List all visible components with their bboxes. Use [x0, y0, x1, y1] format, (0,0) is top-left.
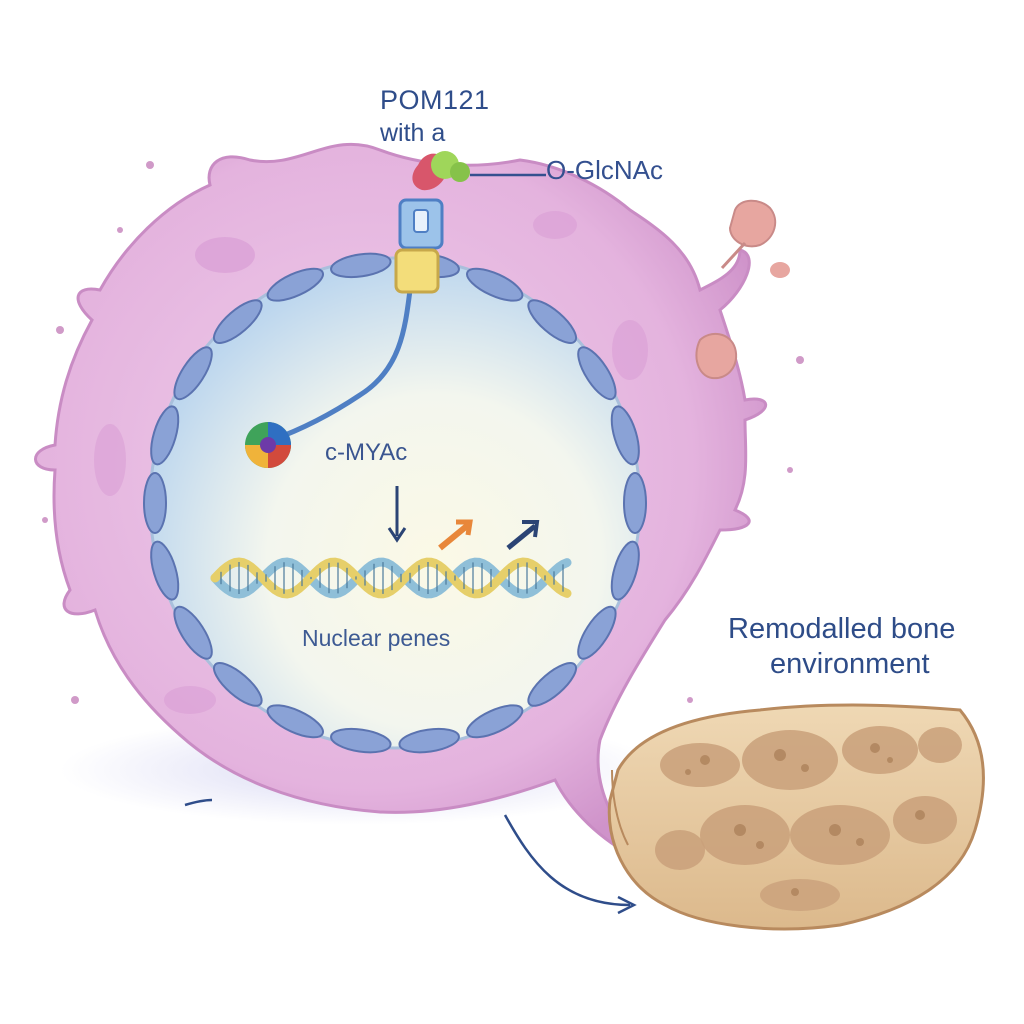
debris-fragment: [695, 332, 738, 380]
activation-arrow-orange: [438, 519, 473, 551]
bone-environment-label: Remodalled bone: [728, 613, 956, 645]
pom121-label: POM121: [380, 85, 490, 115]
cmyc-label: c-MYAc: [325, 439, 408, 466]
nuclear-envelope-segment: [623, 472, 647, 534]
nuclear-envelope-segment: [577, 346, 617, 401]
activation-arrow-navy: [506, 520, 540, 550]
nuclear-envelope: [143, 252, 647, 754]
nuclear-envelope-segment: [527, 662, 577, 707]
nuclear-envelope-segment: [173, 346, 213, 401]
nuclear-envelope-segment: [150, 540, 180, 601]
regulation-arrow-down: [387, 486, 407, 543]
nuclear-envelope-segment: [330, 727, 392, 754]
dna-helix: [210, 557, 572, 599]
nuclear-envelope-segment: [527, 299, 577, 344]
debris-fragment: [770, 262, 790, 278]
nuclear-envelope-segment: [143, 472, 167, 534]
debris-fragment: [728, 199, 777, 248]
oglcnac-label: O-GlcNAc: [546, 155, 663, 185]
nuclear-envelope-segment: [150, 405, 180, 466]
nuclear-envelope-segment: [213, 662, 263, 707]
pom121-label-subline: with a: [380, 119, 446, 147]
pom121-pore-lower: [394, 248, 440, 294]
nuclear-envelope-segment: [173, 605, 213, 660]
nuclear-envelope-segment: [577, 605, 617, 660]
nuclear-envelope-segment: [610, 540, 640, 601]
nuclear-envelope-segment: [466, 267, 524, 302]
nuclear-envelope-segment: [266, 704, 324, 739]
nuclear-envelope-segment: [266, 267, 324, 302]
cmyc-protein: [245, 422, 291, 468]
pom121-tether: [269, 287, 413, 443]
bone-environment-label-subline: environment: [770, 648, 930, 680]
nuclear-envelope-segment: [466, 704, 524, 739]
nuclear-envelope-segment: [213, 299, 263, 344]
nuclear-envelope-segment: [330, 252, 392, 279]
output-arrow-curve: [503, 814, 631, 907]
bone-tissue: [607, 703, 985, 931]
nuclear-envelope-segment: [398, 727, 460, 754]
nuclear-genes-label: Nuclear penes: [302, 625, 451, 651]
output-arrow-stub: [184, 798, 213, 807]
nuclear-envelope-segment: [610, 405, 640, 466]
